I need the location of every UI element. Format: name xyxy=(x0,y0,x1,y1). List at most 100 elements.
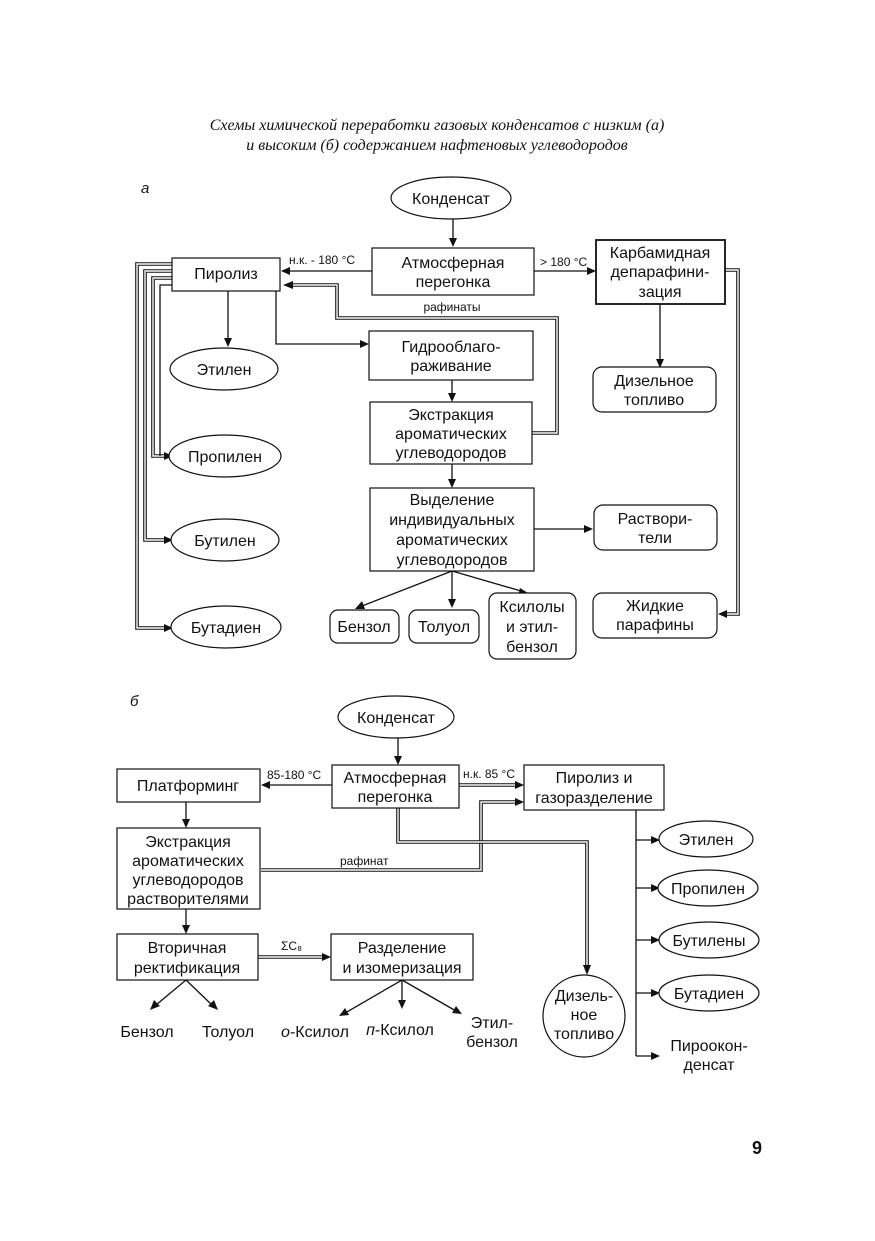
svg-text:Разделение: Разделение xyxy=(358,940,447,957)
svg-text:Жидкие: Жидкие xyxy=(626,598,684,615)
diagram-a-label: а xyxy=(141,180,149,197)
svg-text:раживание: раживание xyxy=(410,358,491,375)
svg-text:парафины: парафины xyxy=(616,617,694,634)
svg-text:перегонка: перегонка xyxy=(416,274,491,291)
svg-text:ароматических: ароматических xyxy=(395,426,507,443)
caption-line-1: Схемы химической переработки газовых кон… xyxy=(210,117,665,134)
svg-text:углеводородов: углеводородов xyxy=(396,445,507,462)
node-b-pyrolysis-gas-separation: Пиролиз и газоразделение xyxy=(523,764,665,811)
svg-text:топливо: топливо xyxy=(554,1026,614,1043)
caption-line-2: и высоким (б) содержанием нафтеновых угл… xyxy=(246,137,628,154)
node-a-liquid-paraffins: Жидкие парафины xyxy=(592,592,718,639)
svg-text:индивидуальных: индивидуальных xyxy=(389,512,515,529)
svg-text:Бутилены: Бутилены xyxy=(673,933,746,950)
svg-text:Этилен: Этилен xyxy=(197,362,252,379)
svg-text:Этил-: Этил- xyxy=(471,1015,513,1032)
svg-text:ректификация: ректификация xyxy=(134,960,240,977)
node-b-butylenes: Бутилены xyxy=(658,921,760,959)
svg-text:Бутадиен: Бутадиен xyxy=(674,986,744,1003)
edge-label-gt-180: > 180 °С xyxy=(540,255,587,269)
svg-text:и этил-: и этил- xyxy=(506,619,558,636)
node-b-p-xylene: п-Ксилол xyxy=(366,1022,434,1039)
svg-text:денсат: денсат xyxy=(684,1057,736,1074)
svg-text:Конденсат: Конденсат xyxy=(412,191,491,208)
node-b-toluene: Толуол xyxy=(202,1024,254,1041)
svg-text:Конденсат: Конденсат xyxy=(357,710,436,727)
node-a-separation: Выделение индивидуальных ароматических у… xyxy=(369,487,535,572)
node-a-condensate: Конденсат xyxy=(390,176,512,220)
svg-text:Толуол: Толуол xyxy=(418,619,470,636)
svg-text:Атмосферная: Атмосферная xyxy=(402,255,505,272)
svg-text:Ксилолы: Ксилолы xyxy=(499,599,564,616)
node-a-pyrolysis: Пиролиз xyxy=(171,257,281,292)
node-b-pyrocondensate: Пироокон- денсат xyxy=(670,1038,747,1074)
node-a-toluene: Толуол xyxy=(408,609,480,644)
node-b-benzene: Бензол xyxy=(120,1024,173,1041)
svg-text:углеводородов: углеводородов xyxy=(397,552,508,569)
node-b-ethylbenzene: Этил- бензол xyxy=(466,1015,518,1051)
svg-text:бензол: бензол xyxy=(466,1034,518,1051)
svg-text:Пироокон-: Пироокон- xyxy=(670,1038,747,1055)
svg-text:ароматических: ароматических xyxy=(132,853,244,870)
node-b-platforming: Платформинг xyxy=(116,768,261,803)
svg-text:ароматических: ароматических xyxy=(396,532,508,549)
svg-text:Раствори-: Раствори- xyxy=(618,511,693,528)
svg-text:Гидрооблаго-: Гидрооблаго- xyxy=(401,339,500,356)
svg-text:Платформинг: Платформинг xyxy=(137,778,239,795)
edge-label-sum-c8: ΣС₈ xyxy=(281,939,302,953)
svg-text:Экстракция: Экстракция xyxy=(408,407,494,424)
node-a-solvents: Раствори- тели xyxy=(593,504,718,551)
svg-text:Этилен: Этилен xyxy=(679,832,734,849)
svg-text:ное: ное xyxy=(571,1007,598,1024)
edge-label-raffinates: рафинаты xyxy=(423,300,480,314)
node-a-butadiene: Бутадиен xyxy=(170,605,282,649)
node-a-hydrorefining: Гидрооблаго- раживание xyxy=(368,330,534,381)
node-b-atm-distillation: Атмосферная перегонка xyxy=(331,764,460,809)
svg-text:газоразделение: газоразделение xyxy=(535,790,653,807)
node-a-ethylene: Этилен xyxy=(169,347,279,391)
node-a-extraction: Экстракция ароматических углеводородов xyxy=(369,401,533,465)
node-b-propylene: Пропилен xyxy=(657,869,759,907)
node-a-diesel-fuel: Дизельное топливо xyxy=(592,366,717,413)
node-b-solvent-extraction: Экстракция ароматических углеводородов р… xyxy=(116,827,261,910)
node-b-o-xylene: о-Ксилол xyxy=(281,1024,349,1041)
svg-text:и изомеризация: и изомеризация xyxy=(342,960,461,977)
node-b-diesel-fuel: Дизель- ное топливо xyxy=(542,974,626,1058)
node-b-condensate: Конденсат xyxy=(337,695,455,739)
svg-text:Вторичная: Вторичная xyxy=(148,940,227,957)
svg-text:Пропилен: Пропилен xyxy=(671,881,745,898)
edge-label-ibp-180: н.к. - 180 °С xyxy=(289,253,355,267)
node-a-xylenes: Ксилолы и этил- бензол xyxy=(488,592,577,660)
svg-text:растворителями: растворителями xyxy=(127,891,249,908)
diagram-b-label: б xyxy=(130,693,139,710)
node-a-propylene: Пропилен xyxy=(168,434,282,478)
node-a-benzene: Бензол xyxy=(329,609,400,644)
svg-text:Дизель-: Дизель- xyxy=(555,988,613,1005)
svg-text:тели: тели xyxy=(638,530,672,547)
node-b-ethylene: Этилен xyxy=(658,820,754,858)
svg-text:Бензол: Бензол xyxy=(337,619,390,636)
diagram-a-connectors xyxy=(135,219,740,632)
svg-text:бензол: бензол xyxy=(506,639,558,656)
svg-text:депарафини-: депарафини- xyxy=(611,264,710,281)
edge-label-raffinate: рафинат xyxy=(340,854,389,868)
svg-text:углеводородов: углеводородов xyxy=(133,872,244,889)
diagram-b-connectors xyxy=(150,737,660,1060)
node-a-butylene: Бутилен xyxy=(170,518,280,562)
svg-text:перегонка: перегонка xyxy=(358,789,433,806)
node-b-separation-isomerization: Разделение и изомеризация xyxy=(330,933,474,981)
svg-text:топливо: топливо xyxy=(624,392,684,409)
svg-text:Дизельное: Дизельное xyxy=(614,373,694,390)
edge-label-85-180: 85-180 °С xyxy=(267,768,321,782)
svg-text:Пиролиз: Пиролиз xyxy=(194,266,258,283)
svg-text:Пиролиз и: Пиролиз и xyxy=(556,770,633,787)
svg-text:Бутилен: Бутилен xyxy=(194,533,255,550)
node-b-butadiene: Бутадиен xyxy=(658,974,760,1012)
svg-text:Выделение: Выделение xyxy=(410,492,495,509)
node-b-secondary-rectification: Вторичная ректификация xyxy=(116,933,259,981)
svg-text:зация: зация xyxy=(639,284,682,301)
page-number: 9 xyxy=(752,1138,762,1158)
svg-text:Пропилен: Пропилен xyxy=(188,449,262,466)
